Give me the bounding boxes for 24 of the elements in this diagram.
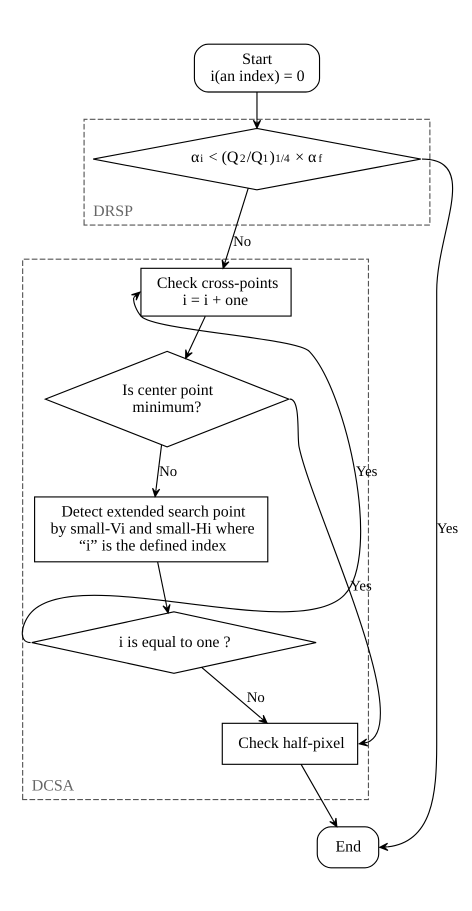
arrow: [21, 291, 361, 643]
node-box: Check cross-points i = i + one: [140, 267, 292, 316]
node-box: Check half-pixel: [221, 722, 358, 764]
edge-label: Yes: [355, 463, 377, 480]
arrow: [221, 188, 248, 268]
node-diamond: i is equal to one ?: [30, 610, 316, 674]
edge-label: No: [232, 234, 251, 250]
arrow: [378, 158, 452, 851]
edge-label: Yes: [436, 520, 458, 537]
node-box: End: [316, 826, 379, 868]
node-box: Start i(an index) = 0: [193, 43, 320, 92]
arrow: [184, 316, 206, 358]
arrow: [156, 561, 170, 613]
arrow: [200, 666, 268, 724]
node-diamond: αi < (Q2/Q1)1/4 × αf: [92, 127, 421, 190]
node-diamond: Is center point minimum?: [43, 350, 290, 448]
arrow: [300, 764, 337, 827]
edge-label: Yes: [350, 578, 372, 594]
arrow: [252, 92, 261, 128]
arrow: [151, 444, 162, 497]
edge-label: No: [246, 690, 264, 706]
node-box: Detect extended search point by small-Vi and small-Hi where “i” is the defined index: [34, 496, 268, 562]
arrow: [289, 398, 380, 746]
edge-label: No: [158, 463, 177, 480]
